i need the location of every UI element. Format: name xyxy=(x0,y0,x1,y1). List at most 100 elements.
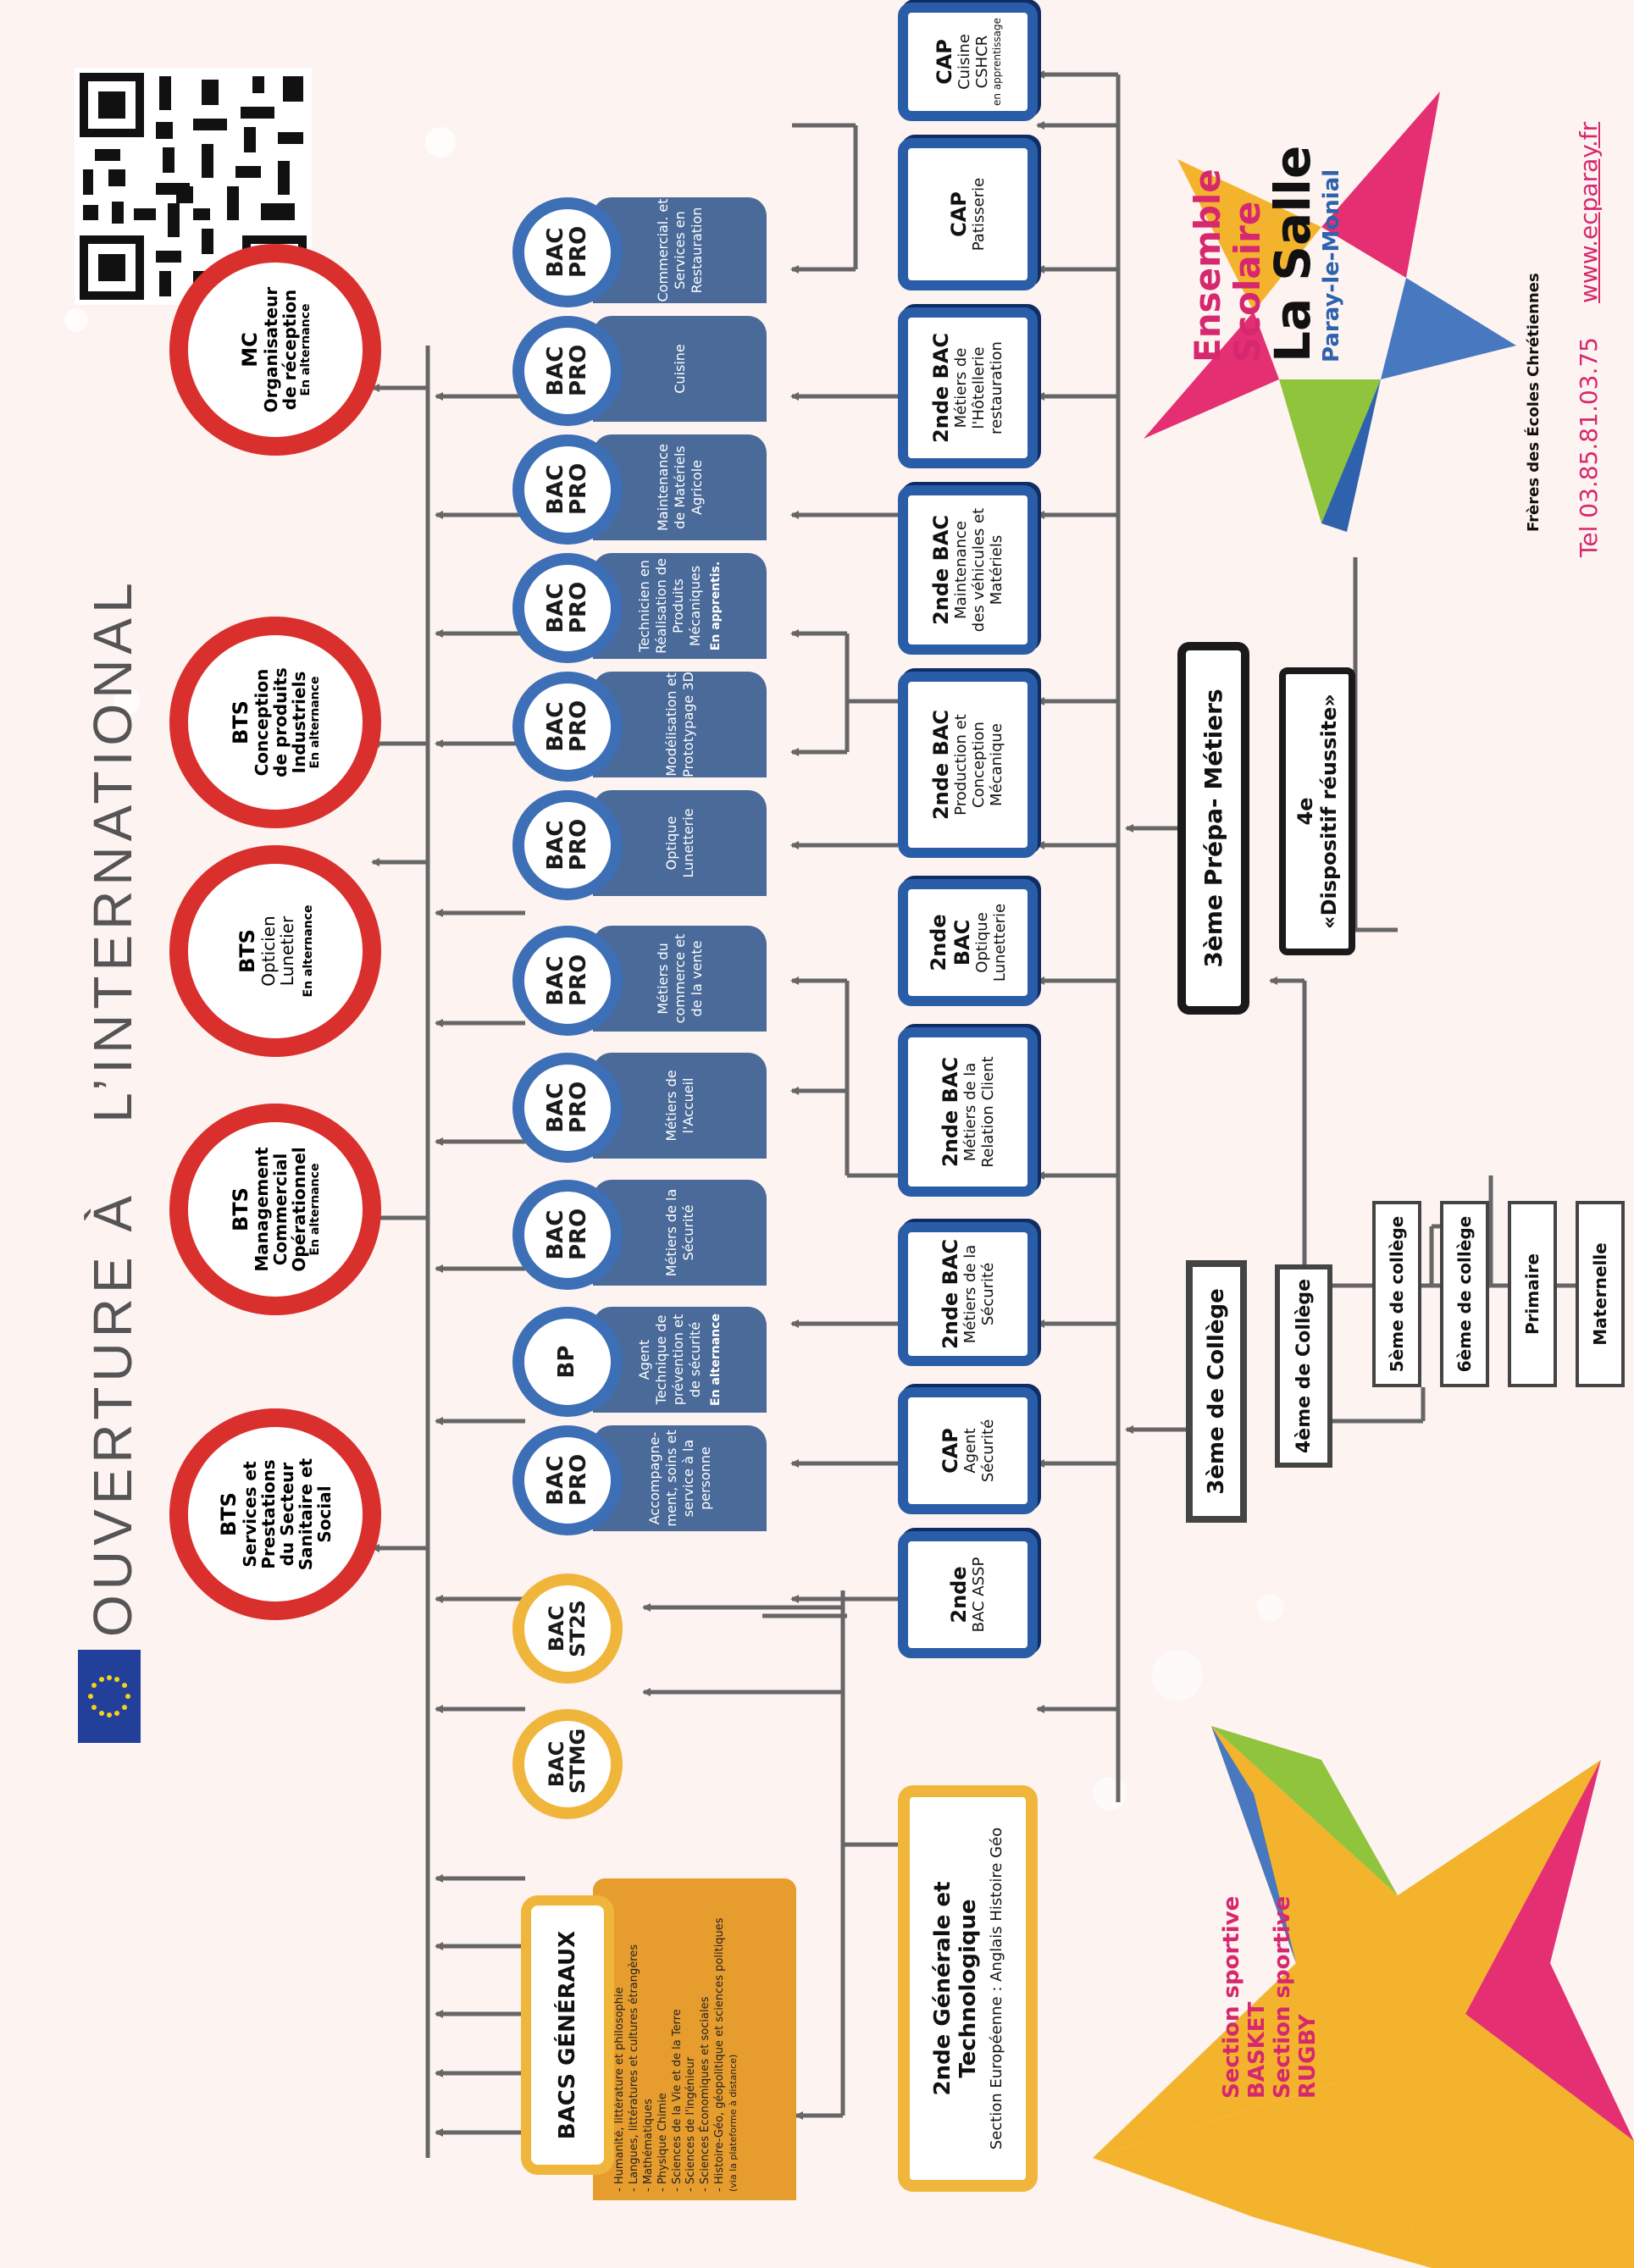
bacpro-badge-cuisine[interactable]: BAC PRO xyxy=(512,316,623,426)
bts-circle-conception[interactable]: BTS Conception de produits Industriels E… xyxy=(169,617,381,828)
seconde-hotellerie-box[interactable]: 2nde BAC Métiers de l'Hôtellerie restaur… xyxy=(898,307,1038,468)
bts-name: Opticien Lunetier xyxy=(258,915,297,987)
bacs-generaux-panel[interactable]: - Humanité, littérature et philosophie -… xyxy=(593,1878,796,2200)
brand-star-logo xyxy=(1144,91,1516,532)
bacs-generaux-items: - Humanité, littérature et philosophie -… xyxy=(613,1887,739,2192)
seconde-production-box[interactable]: 2nde BAC Production et Conception Mécani… xyxy=(898,672,1038,858)
contact-block: Tel 03.85.81.03.75 www.ecparay.fr xyxy=(1567,15,1609,557)
bacpro-text: Cuisine xyxy=(671,344,688,394)
seconde-title: 2nde BAC xyxy=(929,709,954,821)
seconde-title: 2nde BAC xyxy=(929,514,954,626)
sport-line2: BASKET xyxy=(1244,2001,1270,2099)
seconde-sub: BAC ASSP xyxy=(970,1557,989,1633)
phone-text: Tel 03.85.81.03.75 xyxy=(1574,337,1603,557)
cap-patisserie-box[interactable]: CAP Patisserie xyxy=(898,138,1038,290)
bts-name: Services et Prestations du Secteur Sanit… xyxy=(240,1458,335,1571)
seconde-relation-client-box[interactable]: 2nde BAC Métiers de la Relation Client xyxy=(898,1027,1038,1197)
bac-stmg-label: BAC STMG xyxy=(544,1728,590,1794)
bac-general-item: - Mathématiques xyxy=(641,2099,655,2192)
seconde-sub: Maintenance des véhicules et Matériels xyxy=(952,507,1005,633)
cinquieme-college-box[interactable]: 5ème de collège xyxy=(1372,1201,1421,1387)
bacpro-badge-restauration[interactable]: BAC PRO xyxy=(512,197,623,307)
seconde-assp-box[interactable]: 2nde BAC ASSP xyxy=(898,1531,1038,1658)
bacpro-badge-assp[interactable]: BAC PRO xyxy=(512,1425,623,1535)
sixieme-label: 6ème de collège xyxy=(1454,1215,1475,1373)
sport-star-logo xyxy=(1093,1726,1634,2268)
dispositif-line1: 4e xyxy=(1293,797,1317,826)
bts-kind: BTS xyxy=(235,929,259,973)
bacpro-text: Métiers du commerce et de la vente xyxy=(654,933,705,1024)
bacs-generaux-title[interactable]: BACS GÉNÉRAUX xyxy=(521,1895,614,2175)
bp-note: En alternance xyxy=(708,1314,723,1406)
bts-circle-sanitaire[interactable]: BTS Services et Prestations du Secteur S… xyxy=(169,1408,381,1620)
bp-badge[interactable]: BP xyxy=(512,1307,623,1417)
cap-sub: Cuisine CSHCR xyxy=(955,34,991,90)
brand-org: Frères des Écoles Chrétiennes xyxy=(1525,227,1550,532)
bacpro-badge: BAC PRO xyxy=(542,1208,591,1260)
bts-kind: BTS xyxy=(217,1492,241,1536)
cap-title: CAP xyxy=(938,1428,962,1474)
eu-flag xyxy=(78,1650,141,1743)
quatrieme-college-box[interactable]: 4ème de Collège xyxy=(1275,1264,1332,1468)
bacpro-text: Optique Lunetterie xyxy=(662,808,696,878)
prepa-metiers-box[interactable]: 3ème Prépa- Métiers xyxy=(1177,642,1249,1015)
bacpro-badge-securite[interactable]: BAC PRO xyxy=(512,1180,623,1290)
bts-circle-management[interactable]: BTS Management Commercial Opérationnel E… xyxy=(169,1104,381,1315)
sixieme-college-box[interactable]: 6ème de collège xyxy=(1440,1201,1489,1387)
seconde-title: 2nde BAC xyxy=(926,914,974,971)
bacpro-badge-commerce[interactable]: BAC PRO xyxy=(512,926,623,1036)
dispositif-line2: «Dispositif réussite» xyxy=(1317,694,1341,929)
bacpro-badge-maintenance[interactable]: BAC PRO xyxy=(512,434,623,545)
bts-note: En alternance xyxy=(302,904,315,998)
cap-agent-securite-box[interactable]: CAP Agent Sécurité xyxy=(898,1387,1038,1514)
sport-line4: RUGBY xyxy=(1294,2014,1321,2099)
bac-general-item: - Histoire-Géo, géopolitique et sciences… xyxy=(713,1917,727,2192)
bacpro-badge: BAC PRO xyxy=(542,954,591,1006)
dispositif-reussite-box[interactable]: 4e «Dispositif réussite» xyxy=(1279,667,1355,955)
seconde-title: 2nde BAC xyxy=(938,1056,962,1168)
brand-name1: Ensemble Scolaire xyxy=(1187,169,1268,362)
website-link[interactable]: www.ecparay.fr xyxy=(1574,121,1603,303)
bac-general-item: - Sciences Économiques et sociales xyxy=(699,1996,712,2192)
cap-sub: Patisserie xyxy=(970,177,989,252)
seconde-optique-box[interactable]: 2nde BAC Optique Lunetterie xyxy=(898,879,1038,1006)
seconde-title: 2nde xyxy=(947,1566,972,1624)
bac-general-item: - Sciences de la Vie et de la Terre xyxy=(670,2009,684,2192)
bac-general-item: - Sciences de l'ingénieur xyxy=(684,2056,698,2192)
cap-cuisine-box[interactable]: CAP Cuisine CSHCR en apprentissage xyxy=(898,3,1038,121)
seconde-title: 2nde BAC xyxy=(938,1238,962,1350)
bacpro-badge: BAC PRO xyxy=(542,225,591,278)
bacpro-note: En apprentis. xyxy=(708,561,723,651)
bp-text: Agent Technique de prévention et de sécu… xyxy=(635,1314,703,1406)
bacpro-badge: BAC PRO xyxy=(542,1081,591,1133)
bac-st2s-circle[interactable]: BAC ST2S xyxy=(512,1574,623,1684)
cap-title: CAP xyxy=(932,39,956,85)
bts-name: Management Commercial Opérationnel xyxy=(252,1147,309,1272)
primaire-box[interactable]: Primaire xyxy=(1508,1201,1557,1387)
seconde-generale-sub: Section Européenne : Anglais Histoire Gé… xyxy=(988,1827,1005,2150)
primaire-label: Primaire xyxy=(1522,1253,1543,1335)
maternelle-label: Maternelle xyxy=(1590,1242,1610,1346)
bacpro-badge-modelisation[interactable]: BAC PRO xyxy=(512,672,623,782)
cap-note: en apprentissage xyxy=(991,18,1004,106)
bts-kind: BTS xyxy=(229,1187,252,1231)
seconde-maintenance-box[interactable]: 2nde BAC Maintenance des véhicules et Ma… xyxy=(898,485,1038,655)
bts-note: En alternance xyxy=(308,1163,322,1256)
bacpro-badge-technicien[interactable]: BAC PRO xyxy=(512,553,623,663)
bacpro-badge-optique[interactable]: BAC PRO xyxy=(512,790,623,900)
troisieme-college-box[interactable]: 3ème de Collège xyxy=(1186,1260,1247,1523)
sport-line3: Section sportive xyxy=(1269,1895,1295,2099)
bac-stmg-circle[interactable]: BAC STMG xyxy=(512,1709,623,1819)
bac-general-item: (via la plateforme à distance) xyxy=(728,2054,739,2192)
mc-circle-reception[interactable]: MC Organisateur de réception En alternan… xyxy=(169,244,381,456)
seconde-sub: Métiers de la Relation Client xyxy=(961,1056,997,1168)
seconde-sub: Optique Lunetterie xyxy=(972,903,1009,982)
maternelle-box[interactable]: Maternelle xyxy=(1576,1201,1625,1387)
bacpro-badge-accueil[interactable]: BAC PRO xyxy=(512,1053,623,1163)
seconde-title: 2nde BAC xyxy=(929,332,954,444)
seconde-securite-box[interactable]: 2nde BAC Métiers de la Sécurité xyxy=(898,1222,1038,1366)
seconde-generale-box[interactable]: 2nde Générale et Technologique Section E… xyxy=(898,1785,1038,2192)
bts-circle-opticien[interactable]: BTS Opticien Lunetier En alternance xyxy=(169,845,381,1057)
